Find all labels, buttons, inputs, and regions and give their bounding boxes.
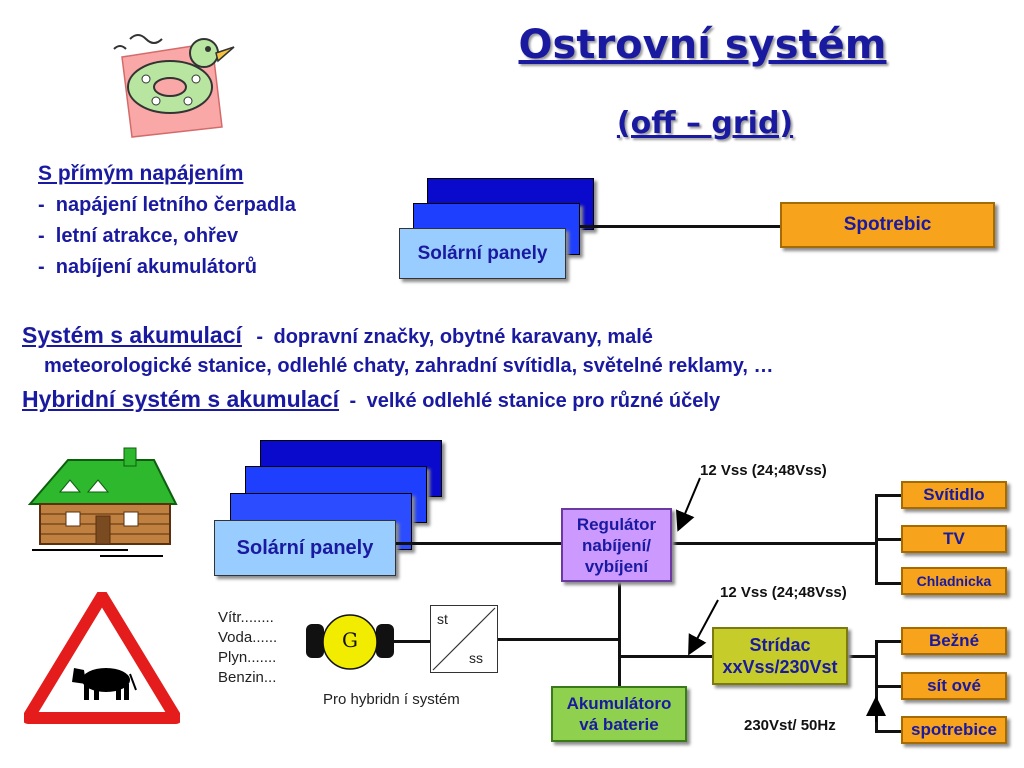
accum-line: Systém s akumulací - dopravní značky, ob… <box>22 322 653 348</box>
dc-load-box: TV <box>901 525 1007 553</box>
dc-branch-wire <box>875 538 902 541</box>
rectifier-output-label: ss <box>469 650 483 666</box>
regulator-box: Regulátor nabíjení/ vybíjení <box>561 508 672 582</box>
page-subtitle: (off – grid) <box>616 106 794 141</box>
house-clipart-icon <box>28 447 178 557</box>
ac-branch-wire <box>875 730 902 733</box>
consumer-box: Spotrebic <box>780 202 995 248</box>
hybrid-text: velké odlehlé stanice pro různé účely <box>366 390 721 412</box>
duck-clipart-icon <box>113 34 235 138</box>
direct-item: - letní atrakce, ohřev <box>38 225 239 247</box>
generator-wire <box>386 640 430 643</box>
hybrid-line: Hybridní systém s akumulací - velké odle… <box>22 386 721 412</box>
generator-source: Benzin... <box>218 669 277 686</box>
direct-heading: S přímým napájením <box>38 162 244 185</box>
rectifier-diagonal-icon <box>432 607 496 671</box>
dc-load-box: Chladnicka <box>901 567 1007 595</box>
generator-symbol: G <box>342 628 358 652</box>
rectifier-box: st ss <box>430 605 498 673</box>
accum-text-2: meteorologické stanice, odlehlé chaty, z… <box>44 355 774 377</box>
battery-inverter-wire <box>620 655 712 658</box>
ac-branch-wire <box>875 640 902 643</box>
direct-item: - napájení letního čerpadla <box>38 194 296 216</box>
generator-caption: Pro hybridn í systém <box>323 691 460 708</box>
solar-panels-box: Solární panely <box>214 520 396 576</box>
generator-source: Voda...... <box>218 629 278 646</box>
regulator-battery-wire <box>618 582 621 686</box>
dc-voltage-note: 12 Vss (24;48Vss) <box>700 462 827 479</box>
cattle-warning-sign-icon <box>24 592 180 724</box>
direct-item: - nabíjení akumulátorů <box>38 256 257 278</box>
accum-heading: Systém s akumulací <box>22 322 242 348</box>
panel-regulator-wire <box>396 542 561 545</box>
battery-box: Akumulátoro vá baterie <box>551 686 687 742</box>
rectifier-input-label: st <box>437 611 448 627</box>
solar-panels-box: Solární panely <box>399 228 566 279</box>
hybrid-heading: Hybridní systém s akumulací <box>22 386 340 412</box>
dc-load-box: Svítidlo <box>901 481 1007 509</box>
accum-text: dopravní značky, obytné karavany, malé <box>273 326 653 348</box>
dc-branch-wire <box>875 494 902 497</box>
inverter-box: Strídac xxVss/230Vst <box>712 627 848 685</box>
generator-source: Plyn....... <box>218 649 277 666</box>
ac-load-box: spotrebice <box>901 716 1007 744</box>
dc-bus-wire <box>672 542 876 545</box>
generator-source: Vítr........ <box>218 609 274 626</box>
converter-wire <box>498 638 620 641</box>
panel-consumer-wire <box>580 225 783 228</box>
ac-load-box: Bežné <box>901 627 1007 655</box>
ac-load-box: sít ové <box>901 672 1007 700</box>
dc-voltage-note: 12 Vss (24;48Vss) <box>720 584 847 601</box>
generator-icon <box>306 614 394 670</box>
ac-branch-wire <box>875 685 902 688</box>
ac-bus-wire <box>848 655 878 658</box>
dc-branch-wire <box>875 582 902 585</box>
ac-voltage-note: 230Vst/ 50Hz <box>744 717 836 734</box>
page-title: Ostrovní systém <box>518 22 887 68</box>
